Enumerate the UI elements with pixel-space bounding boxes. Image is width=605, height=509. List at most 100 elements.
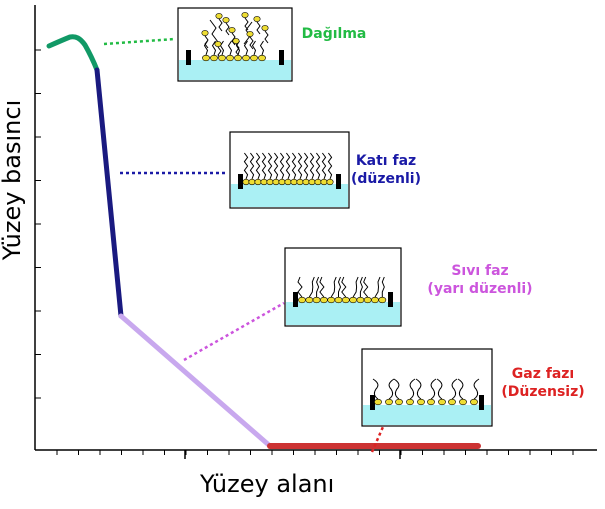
molecule-head — [371, 296, 379, 304]
molecule-head — [327, 296, 336, 304]
molecule-tail — [225, 22, 230, 36]
molecule-head — [319, 296, 328, 304]
molecule-tail — [436, 378, 443, 400]
phase-label-kati-line2: (düzenli) — [351, 171, 421, 187]
molecule-tail — [316, 276, 320, 297]
molecule-tail — [372, 378, 379, 400]
phase-label-sivi-line2: (yarı düzenli) — [427, 281, 533, 297]
molecule-tail — [451, 378, 458, 400]
molecule-tail — [309, 152, 315, 180]
water-subphase — [231, 184, 348, 207]
molecule-head — [305, 296, 314, 304]
molecule-head — [296, 178, 304, 186]
molecule-head — [341, 296, 350, 304]
axes — [34, 5, 597, 459]
leader-dagilma — [103, 37, 176, 46]
molecule-tail — [204, 35, 209, 49]
molecule-head — [214, 41, 222, 47]
curve-liquid-segment — [118, 313, 273, 449]
molecule-tail — [363, 276, 369, 298]
molecule-tail — [261, 152, 267, 180]
molecule-tail — [291, 152, 297, 180]
molecule-head — [320, 178, 328, 186]
molecule-tail — [209, 19, 219, 43]
molecule-tail — [249, 152, 255, 180]
molecule-head — [459, 398, 467, 406]
barrier-right — [388, 292, 393, 307]
molecule-tail — [235, 43, 240, 57]
molecule-tail — [243, 152, 249, 180]
molecule-tail — [279, 152, 285, 180]
molecule-head — [260, 178, 268, 186]
molecule-head — [302, 178, 310, 186]
barrier-left — [186, 50, 191, 65]
molecule-tail — [337, 276, 342, 297]
molecule-head — [242, 178, 250, 186]
molecule-tail — [244, 17, 249, 31]
molecule-tail — [297, 152, 303, 180]
isotherm-curve — [46, 34, 481, 449]
molecule-head — [406, 398, 414, 406]
molecule-tail — [319, 276, 325, 298]
barrier-left — [238, 174, 243, 189]
molecule-tail — [315, 152, 321, 180]
molecule-tail — [321, 152, 327, 180]
molecule-head — [448, 398, 456, 406]
molecule-head — [261, 25, 269, 31]
barrier-right — [479, 395, 484, 410]
barrier-left — [293, 292, 298, 307]
molecule-head — [201, 30, 209, 36]
molecule-tail — [243, 40, 249, 56]
phase-label-dagilma: Dağılma — [294, 25, 374, 43]
molecule-tail — [381, 276, 385, 297]
molecule-head — [356, 296, 365, 304]
x-axis-title: Yüzey alanı — [200, 470, 335, 498]
trough-illustration-gaz — [361, 348, 493, 427]
phase-label-gaz-line2: (Düzensiz) — [501, 384, 585, 400]
molecule-tail — [330, 276, 337, 298]
molecule-head — [226, 54, 234, 62]
x-axis-ticks — [56, 450, 574, 459]
molecule-head — [470, 398, 478, 406]
water-subphase — [179, 60, 291, 80]
molecule-head — [326, 178, 334, 186]
molecule-tail — [219, 40, 225, 56]
molecule-head — [284, 178, 292, 186]
molecule-tail — [256, 21, 261, 35]
molecule-head — [246, 31, 254, 37]
molecule-head — [254, 178, 262, 186]
molecule-tail — [297, 276, 303, 298]
molecule-tail — [473, 378, 480, 400]
molecule-tail — [218, 18, 223, 32]
molecule-head — [385, 398, 393, 406]
y-axis-ticks — [35, 49, 41, 399]
molecule-head — [395, 398, 403, 406]
phase-label-gaz: Gaz fazı (Düzensiz) — [496, 365, 590, 401]
molecule-head — [248, 178, 256, 186]
molecule-head — [250, 54, 258, 62]
molecule-head — [266, 178, 274, 186]
molecule-tail — [211, 40, 217, 56]
molecule-head — [374, 398, 382, 406]
molecule-tail — [259, 40, 265, 56]
molecule-tail — [415, 378, 422, 400]
molecule-tail — [327, 152, 333, 180]
molecule-head — [258, 54, 266, 62]
phase-label-gaz-line1: Gaz fazı — [511, 366, 575, 382]
molecule-head — [234, 54, 242, 62]
trough-illustration-kati — [229, 131, 350, 209]
curve-solid-segment — [94, 67, 124, 319]
molecule-tail — [409, 378, 416, 400]
molecule-tail — [457, 378, 464, 400]
molecule-tail — [227, 40, 233, 56]
molecule-head — [253, 16, 261, 22]
molecule-head — [349, 296, 357, 304]
molecule-head — [363, 296, 372, 304]
molecule-tail — [352, 276, 359, 298]
molecule-head — [272, 178, 280, 186]
molecule-head — [241, 12, 249, 18]
molecule-tail — [285, 152, 291, 180]
molecule-head — [378, 296, 387, 304]
molecule-head — [215, 13, 223, 19]
molecule-tail — [273, 152, 279, 180]
